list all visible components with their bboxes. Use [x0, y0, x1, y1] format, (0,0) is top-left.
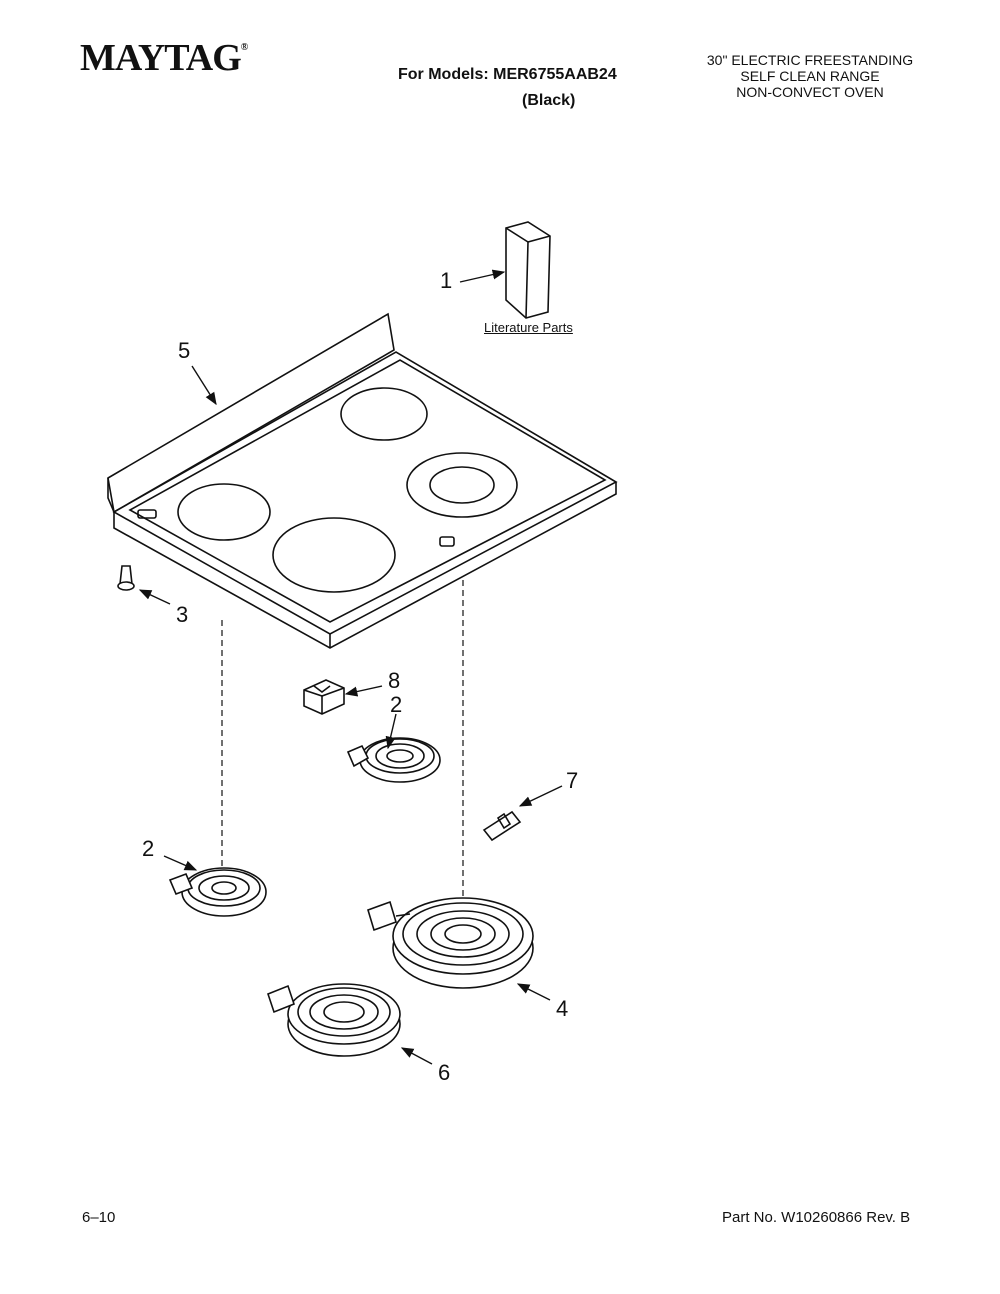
- callout-7: 7: [566, 768, 579, 793]
- callout-leader-1: [459, 269, 506, 283]
- callout-8: 8: [388, 668, 401, 693]
- product-line: 30" ELECTRIC FREESTANDING: [706, 52, 914, 68]
- callout-2-upper: 2: [390, 692, 403, 717]
- small-surface-element-lower: [168, 867, 267, 917]
- color-line: (Black): [522, 92, 576, 109]
- callout-leader-7: [518, 785, 563, 807]
- product-line: NON-CONVECT OVEN: [736, 84, 884, 100]
- callout-3: 3: [176, 602, 189, 627]
- callout-6: 6: [438, 1060, 451, 1085]
- large-surface-element: [267, 983, 401, 1057]
- callout-1: 1: [440, 268, 453, 293]
- callout-leader-2b: [163, 855, 198, 871]
- callout-leader-8: [344, 685, 383, 697]
- callout-leader-5: [191, 365, 217, 406]
- literature-parts-label: Literature Parts: [484, 320, 573, 335]
- terminal-post: [117, 565, 135, 591]
- callout-leader-2a: [385, 713, 397, 750]
- small-surface-element-upper: [346, 737, 441, 783]
- callout-4: 4: [556, 996, 569, 1021]
- dual-surface-element: [367, 897, 534, 989]
- callout-leader-6: [400, 1047, 433, 1065]
- page-number: 6–10: [82, 1209, 116, 1226]
- cooktop-main-top: [107, 312, 618, 649]
- callout-leader-3: [138, 589, 171, 605]
- part-number: Part No. W10260866 Rev. B: [722, 1209, 911, 1226]
- product-description: 30" ELECTRIC FREESTANDING SELF CLEAN RAN…: [690, 52, 930, 100]
- literature-booklet: [505, 221, 551, 319]
- product-line: SELF CLEAN RANGE: [740, 68, 880, 84]
- mounting-bracket: [482, 810, 522, 842]
- callout-2-lower: 2: [142, 836, 155, 861]
- callout-leader-4: [516, 983, 551, 1001]
- brand-logo: MAYTAG®: [80, 37, 248, 79]
- insulator-block: [303, 679, 345, 715]
- callout-5: 5: [178, 338, 191, 363]
- models-line: For Models: MER6755AAB24: [398, 66, 617, 83]
